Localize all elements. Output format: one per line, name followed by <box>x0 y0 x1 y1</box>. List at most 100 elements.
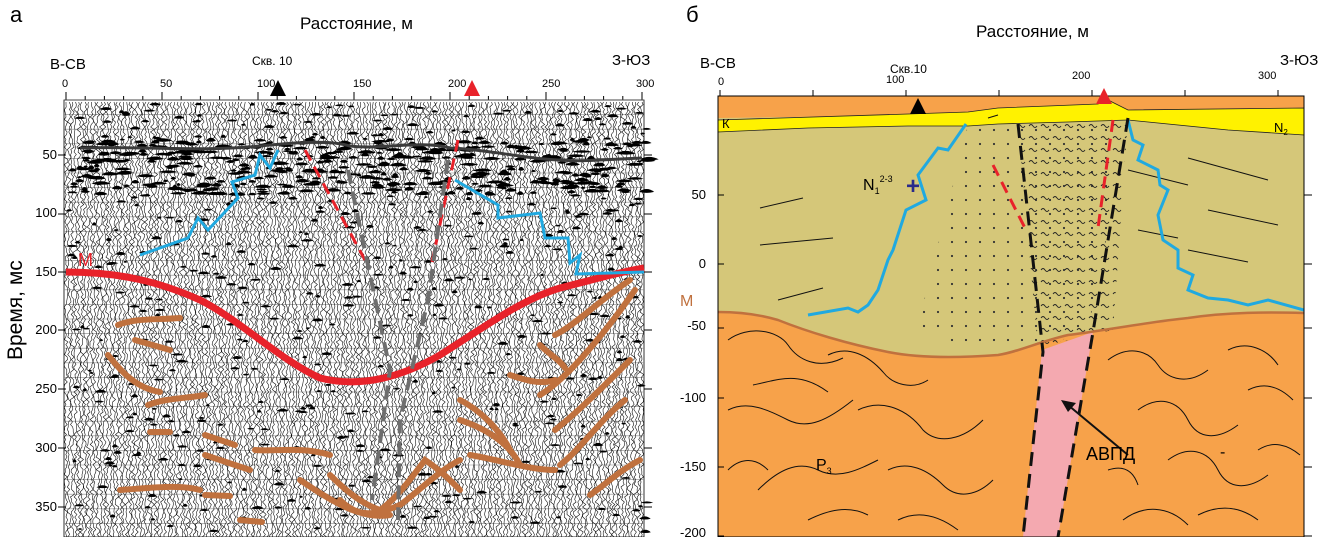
seismic-wavelet <box>69 185 79 188</box>
fault-black-right <box>1056 117 1130 537</box>
y-tick-label: -50 <box>687 318 706 333</box>
x-tick-label: 250 <box>542 78 561 90</box>
seismic-trace <box>300 101 306 537</box>
seismic-wavelet <box>416 228 428 232</box>
band-wavelet <box>81 186 88 191</box>
seismic-wavelet <box>398 259 403 262</box>
band-wavelet <box>500 141 509 145</box>
seismic-wavelet <box>147 494 158 498</box>
seismic-wavelet <box>613 247 624 251</box>
band-wavelet <box>587 155 596 160</box>
band-wavelet <box>230 169 237 172</box>
seismic-wavelet <box>568 112 580 115</box>
seismic-wavelet <box>399 167 409 171</box>
seismic-wavelet <box>586 136 592 139</box>
seismic-wavelet <box>592 296 598 299</box>
seismic-trace <box>601 101 606 537</box>
seismic-wavelet <box>504 197 513 200</box>
seismic-wavelet <box>66 244 79 248</box>
seismic-wavelet <box>463 235 475 238</box>
seismic-wavelet <box>400 298 412 302</box>
seismic-wavelet <box>519 238 524 241</box>
band-wavelet <box>193 164 203 168</box>
band-wavelet <box>166 186 185 191</box>
seismic-wavelet <box>197 271 210 275</box>
seismic-wavelet <box>582 118 594 122</box>
band-wavelet <box>480 145 497 148</box>
seismic-wavelet <box>196 113 202 117</box>
seismic-wavelet <box>463 114 470 118</box>
seismic-wavelet <box>99 339 104 342</box>
plus-mark: + <box>906 173 920 200</box>
band-wavelet <box>111 185 123 190</box>
seismic-wavelet <box>413 106 426 109</box>
seismic-wavelet <box>178 478 183 481</box>
panel-b-direction-left: В-СВ <box>700 55 736 72</box>
band-wavelet <box>205 191 223 196</box>
seismic-wavelet <box>170 176 177 180</box>
seismic-wavelet <box>302 355 308 359</box>
seismic-wavelet <box>470 182 480 185</box>
seismic-wavelet <box>549 418 558 421</box>
seismic-wavelet <box>465 197 472 201</box>
seismic-trace <box>620 101 626 537</box>
seismic-wavelet <box>175 219 183 223</box>
band-wavelet <box>369 181 381 184</box>
band-wavelet <box>588 185 597 189</box>
band-wavelet <box>176 155 194 158</box>
seismic-wavelet <box>341 283 354 286</box>
seismic-wavelet <box>538 142 545 146</box>
seismic-wavelet <box>176 183 181 186</box>
seismic-trace <box>598 101 603 537</box>
seismic-wavelet <box>265 108 273 111</box>
seismic-wavelet <box>502 242 509 246</box>
seismic-wavelet <box>66 209 73 212</box>
band-wavelet <box>153 138 172 142</box>
seismic-wavelet <box>588 312 600 316</box>
seismic-wavelet <box>275 102 287 105</box>
seismic-wavelet <box>556 516 562 519</box>
band-wavelet <box>86 176 100 180</box>
band-wavelet <box>360 153 370 157</box>
seismic-wavelet <box>247 427 255 430</box>
seismic-wavelet <box>346 131 360 135</box>
n1-label: N12-3 <box>863 174 893 196</box>
seismic-wavelet <box>516 334 527 338</box>
band-wavelet <box>625 162 644 166</box>
seismic-wavelet <box>173 115 185 119</box>
panel-a-seismic-section: а Расстояние, м В-СВ З-ЮЗ Скв. 10 0 50 1… <box>4 2 659 537</box>
band-wavelet <box>384 188 404 192</box>
band-wavelet <box>574 177 590 182</box>
seismic-wavelet <box>298 231 303 234</box>
band-wavelet <box>484 192 496 196</box>
avpd-arrowhead <box>1061 400 1076 412</box>
seismic-wavelet <box>492 112 505 115</box>
seismic-wavelet <box>324 383 332 386</box>
band-wavelet <box>600 148 609 151</box>
seismic-wavelet <box>434 303 444 307</box>
seismic-wavelet <box>474 305 483 309</box>
seismic-wavelet <box>596 507 607 511</box>
y-tick-label: -200 <box>680 525 706 537</box>
seismic-trace <box>569 101 574 537</box>
band-wavelet <box>147 159 157 163</box>
seismic-wavelet <box>311 464 323 467</box>
seismic-wavelet <box>569 194 582 197</box>
seismic-wavelet <box>328 323 336 326</box>
m-boundary-line <box>718 310 1304 359</box>
seismic-wavelet <box>296 330 303 332</box>
seismic-wavelet <box>637 234 643 237</box>
seismic-wavelet <box>77 528 83 530</box>
seismic-trace <box>303 101 309 537</box>
seismic-trace <box>310 101 315 537</box>
seismic-wavelet <box>195 449 205 452</box>
band-wavelet <box>207 156 228 159</box>
seismic-wavelet <box>276 408 289 412</box>
seismic-wavelet <box>92 222 97 226</box>
seismic-wavelet <box>406 287 414 291</box>
seismic-wavelet <box>451 494 461 497</box>
band-wavelet <box>582 141 590 146</box>
well-marker-red <box>1096 88 1112 104</box>
seismic-wavelet <box>279 378 290 381</box>
band-wavelet <box>357 150 376 154</box>
